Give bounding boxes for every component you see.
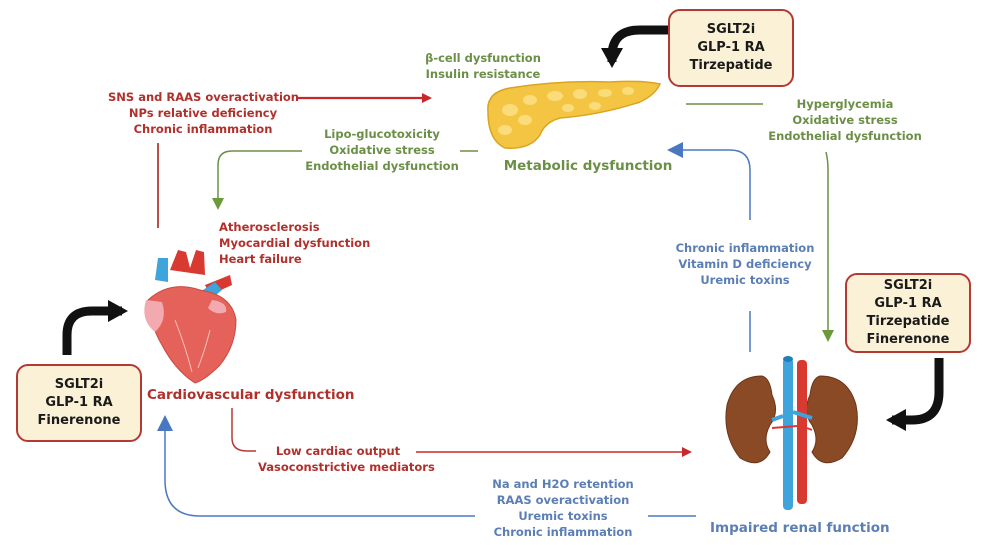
kidneys-icon [725, 356, 858, 510]
link-text: Vitamin D deficiency [678, 257, 812, 271]
link-text: Uremic toxins [518, 509, 608, 523]
link-text: Vasoconstrictive mediators [258, 460, 435, 474]
link-text: Na and H2O retention [492, 477, 634, 491]
arrow-metabolic-to-cardio [212, 150, 302, 210]
link-metabolic-to-renal: Hyperglycemia Oxidative stress Endotheli… [765, 96, 925, 144]
link-text: Oxidative stress [329, 143, 435, 157]
link-renal-to-metabolic: Chronic inflammation Vitamin D deficienc… [665, 240, 825, 288]
feature-text: Myocardial dysfunction [219, 236, 371, 250]
therapy-item: GLP-1 RA [697, 40, 765, 55]
link-cardio-to-metabolic: SNS and RAAS overactivation NPs relative… [108, 89, 299, 137]
link-text: Low cardiac output [275, 444, 401, 458]
feature-text: Insulin resistance [425, 67, 541, 81]
therapy-arrow-renal [886, 358, 944, 431]
therapy-item: GLP-1 RA [45, 395, 113, 410]
feature-text: Heart failure [219, 252, 302, 266]
link-text: Hyperglycemia [796, 97, 894, 111]
link-renal-to-cardio: Na and H2O retention RAAS overactivation… [480, 476, 646, 540]
therapy-item: SGLT2i [706, 22, 756, 37]
link-text: SNS and RAAS overactivation [108, 90, 299, 104]
metabolic-title: Metabolic dysfunction [503, 158, 673, 174]
link-cardio-to-renal: Low cardiac output Vasoconstrictive medi… [258, 443, 435, 475]
cardiovascular-title: Cardiovascular dysfunction [147, 387, 355, 403]
link-text: RAAS overactivation [496, 493, 630, 507]
therapy-item: SGLT2i [883, 278, 933, 293]
renal-title: Impaired renal function [710, 520, 890, 536]
link-text: Uremic toxins [700, 273, 790, 287]
heart-icon [144, 250, 237, 384]
therapy-box-renal: SGLT2i GLP-1 RA Tirzepatide Finerenone [845, 273, 971, 353]
link-text: Lipo-glucotoxicity [324, 127, 440, 141]
therapy-arrow-metabolic [601, 25, 668, 68]
metabolic-features: β-cell dysfunction Insulin resistance [408, 50, 558, 82]
link-text: NPs relative deficiency [128, 106, 278, 120]
cardiovascular-features: Atherosclerosis Myocardial dysfunction H… [219, 219, 370, 267]
therapy-item: Finerenone [866, 332, 950, 347]
link-text: Chronic inflammation [675, 241, 815, 255]
feature-text: β-cell dysfunction [425, 51, 541, 65]
link-text: Oxidative stress [792, 113, 898, 127]
therapy-item: Tirzepatide [689, 58, 773, 73]
therapy-box-cardiovascular: SGLT2i GLP-1 RA Finerenone [16, 364, 142, 442]
therapy-item: GLP-1 RA [874, 296, 942, 311]
pancreas-icon [487, 80, 662, 149]
link-text: Endothelial dysfunction [768, 129, 922, 143]
arrow-renal-to-cardio [157, 415, 475, 517]
therapy-arrow-cardio [62, 300, 128, 355]
link-text: Endothelial dysfunction [305, 159, 459, 173]
therapy-item: Tirzepatide [866, 314, 950, 329]
feature-text: Atherosclerosis [219, 220, 320, 234]
arrow-metabolic-to-renal [822, 151, 834, 342]
link-metabolic-to-cardio: Lipo-glucotoxicity Oxidative stress Endo… [303, 126, 461, 174]
therapy-box-metabolic: SGLT2i GLP-1 RA Tirzepatide [668, 9, 794, 87]
therapy-item: Finerenone [37, 413, 121, 428]
arrow-renal-to-metabolic [667, 142, 751, 220]
link-text: Chronic inflammation [133, 122, 273, 136]
therapy-item: SGLT2i [54, 377, 104, 392]
line-cardio-down [231, 408, 256, 452]
link-text: Chronic inflammation [493, 525, 633, 539]
